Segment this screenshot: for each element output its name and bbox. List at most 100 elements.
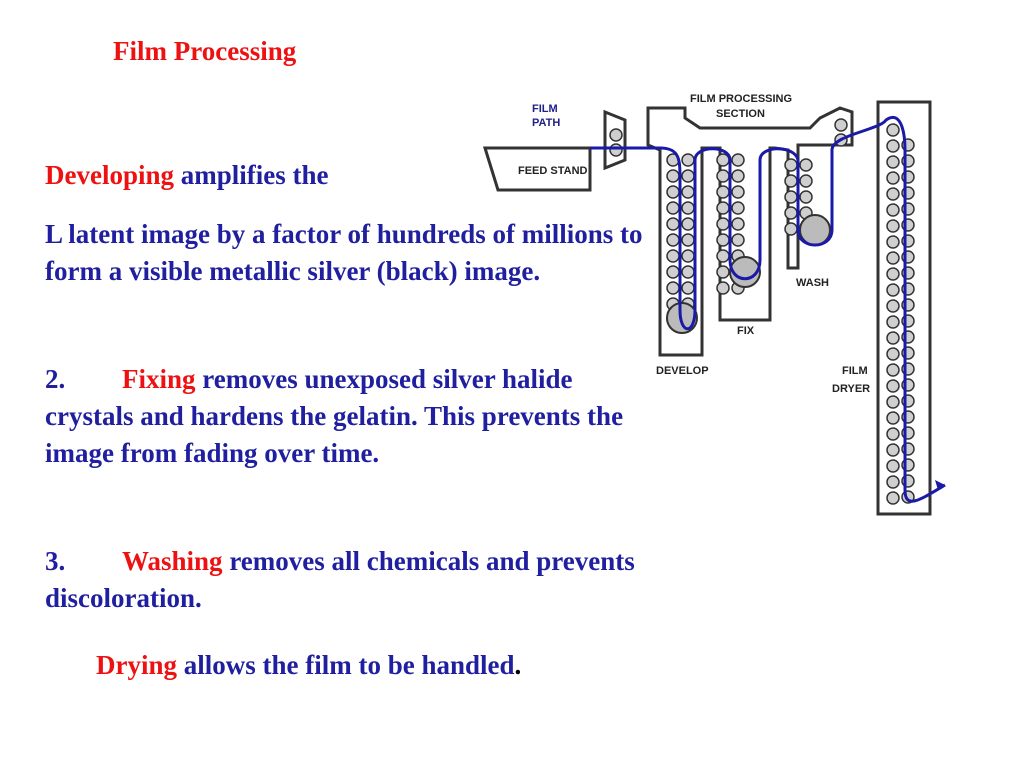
roller bbox=[784, 190, 798, 204]
washing-number: 3. bbox=[45, 546, 66, 576]
roller bbox=[609, 128, 623, 142]
developing-keyword: Developing bbox=[45, 160, 175, 190]
section-label-2: SECTION bbox=[716, 108, 765, 120]
roller bbox=[666, 217, 680, 231]
developing-intro: Developing amplifies the bbox=[45, 157, 645, 194]
roller bbox=[886, 155, 900, 169]
roller bbox=[886, 395, 900, 409]
fixing-text: removes unexposed silver halide crystals… bbox=[45, 364, 624, 468]
wash-label: WASH bbox=[796, 277, 829, 289]
roller bbox=[666, 185, 680, 199]
roller bbox=[886, 203, 900, 217]
roller bbox=[886, 427, 900, 441]
roller bbox=[681, 281, 695, 295]
roller bbox=[716, 233, 730, 247]
feed-stand bbox=[482, 146, 592, 192]
roller bbox=[886, 219, 900, 233]
feed-stand-label: FEED STAND bbox=[518, 165, 588, 177]
roller bbox=[886, 411, 900, 425]
fixing-keyword: Fixing bbox=[122, 364, 196, 394]
roller bbox=[716, 169, 730, 183]
roller bbox=[681, 217, 695, 231]
roller bbox=[666, 265, 680, 279]
roller bbox=[886, 171, 900, 185]
roller bbox=[886, 299, 900, 313]
roller bbox=[716, 281, 730, 295]
roller bbox=[681, 153, 695, 167]
roller bbox=[681, 233, 695, 247]
roller bbox=[886, 235, 900, 249]
dryer-label-2: DRYER bbox=[832, 383, 870, 395]
roller bbox=[681, 265, 695, 279]
roller bbox=[886, 363, 900, 377]
section-label-1: FILM PROCESSING bbox=[690, 93, 792, 105]
roller bbox=[799, 174, 813, 188]
film-path-line bbox=[590, 116, 946, 503]
roller-group bbox=[609, 118, 915, 505]
film-path-label-2: PATH bbox=[532, 117, 560, 129]
washing-text: removes all chemicals and prevents disco… bbox=[45, 546, 635, 613]
roller bbox=[731, 169, 745, 183]
roller bbox=[681, 169, 695, 183]
roller bbox=[799, 158, 813, 172]
roller bbox=[886, 459, 900, 473]
film-path-label-1: FILM bbox=[532, 103, 558, 115]
roller bbox=[886, 187, 900, 201]
film-processor-diagram: FILM PATH FEED STAND FILM PROCESSING SEC… bbox=[482, 93, 946, 516]
roller bbox=[886, 251, 900, 265]
dryer-outline bbox=[876, 100, 932, 516]
roller bbox=[784, 158, 798, 172]
roller bbox=[681, 249, 695, 263]
roller bbox=[716, 265, 730, 279]
roller bbox=[886, 139, 900, 153]
roller bbox=[886, 379, 900, 393]
roller bbox=[731, 153, 745, 167]
roller bbox=[886, 475, 900, 489]
roller bbox=[731, 185, 745, 199]
drying-period: . bbox=[514, 650, 522, 680]
fixing-number: 2. bbox=[45, 364, 66, 394]
roller bbox=[886, 283, 900, 297]
slide-title: Film Processing bbox=[113, 36, 297, 66]
roller bbox=[716, 249, 730, 263]
roller bbox=[886, 267, 900, 281]
roller bbox=[716, 217, 730, 231]
roller bbox=[666, 249, 680, 263]
develop-label: DEVELOP bbox=[656, 365, 709, 377]
roller bbox=[609, 143, 623, 157]
developing-description: L latent image by a factor of hundreds o… bbox=[45, 219, 643, 286]
roller bbox=[886, 443, 900, 457]
roller bbox=[731, 201, 745, 215]
roller bbox=[834, 118, 848, 132]
roller bbox=[666, 201, 680, 215]
roller bbox=[666, 281, 680, 295]
roller bbox=[681, 185, 695, 199]
roller bbox=[731, 233, 745, 247]
washing-keyword: Washing bbox=[122, 546, 223, 576]
roller bbox=[886, 315, 900, 329]
roller bbox=[731, 217, 745, 231]
roller bbox=[886, 491, 900, 505]
film-exit-arrow bbox=[935, 480, 945, 490]
drying-keyword: Drying bbox=[96, 650, 177, 680]
roller bbox=[784, 222, 798, 236]
developing-intro-rest: amplifies the bbox=[180, 160, 329, 190]
roller bbox=[666, 233, 680, 247]
roller bbox=[666, 169, 680, 183]
roller bbox=[784, 174, 798, 188]
roller bbox=[886, 123, 900, 137]
roller bbox=[886, 331, 900, 345]
roller bbox=[799, 190, 813, 204]
washing-paragraph: 3. Washing removes all chemicals and prev… bbox=[45, 543, 645, 617]
fixing-paragraph: 2. Fixing removes unexposed silver halide… bbox=[45, 361, 635, 472]
roller bbox=[886, 347, 900, 361]
roller bbox=[716, 201, 730, 215]
dryer-label-1: FILM bbox=[842, 365, 868, 377]
fix-label: FIX bbox=[737, 325, 755, 337]
roller bbox=[716, 185, 730, 199]
roller bbox=[784, 206, 798, 220]
fix-big-roller bbox=[729, 256, 761, 288]
roller bbox=[681, 201, 695, 215]
drying-paragraph: Drying allows the film to be handled. bbox=[96, 647, 696, 684]
drying-text: allows the film to be handled bbox=[183, 650, 515, 680]
